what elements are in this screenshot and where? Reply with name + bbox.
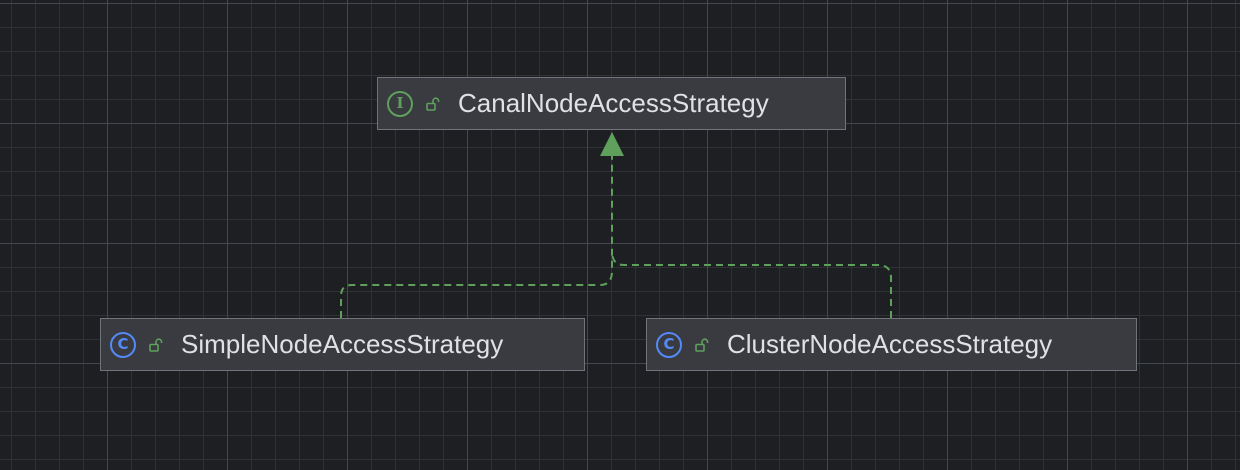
class-icon: C	[656, 331, 682, 358]
node-cluster-node-access-strategy[interactable]: C ClusterNodeAccessStrategy	[646, 318, 1137, 371]
edge-cluster-to-canal	[611, 250, 892, 318]
node-simple-node-access-strategy[interactable]: C SimpleNodeAccessStrategy	[100, 318, 585, 371]
interface-icon: I	[387, 90, 413, 117]
unlocked-padlock-icon	[425, 96, 441, 112]
unlocked-padlock-icon	[148, 337, 164, 353]
unlocked-padlock-icon	[694, 337, 710, 353]
realization-arrowhead	[600, 132, 624, 156]
edge-simple-to-canal	[340, 156, 613, 318]
node-canal-node-access-strategy[interactable]: I CanalNodeAccessStrategy	[377, 77, 846, 130]
node-label: ClusterNodeAccessStrategy	[727, 329, 1053, 359]
node-label: CanalNodeAccessStrategy	[458, 88, 769, 118]
class-icon: C	[110, 331, 136, 358]
node-label: SimpleNodeAccessStrategy	[181, 329, 504, 359]
